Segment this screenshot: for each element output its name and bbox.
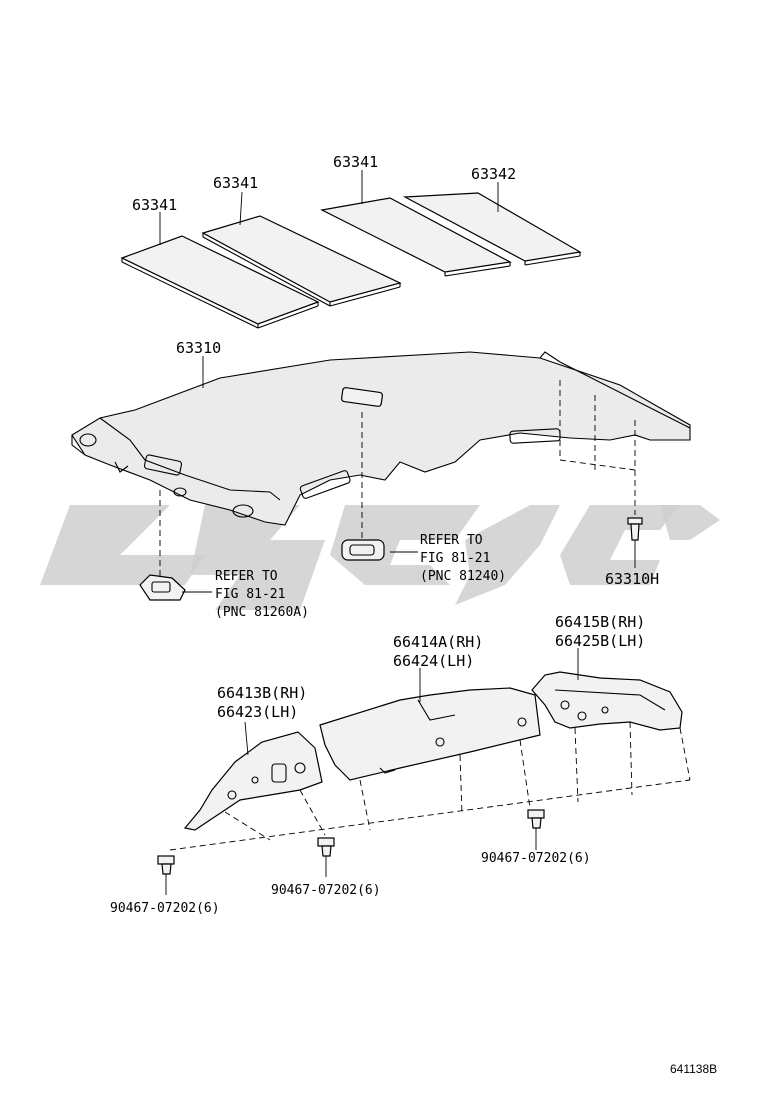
silencer-pads [120, 192, 582, 329]
label-66414a-line2: 66424(LH) [393, 652, 474, 670]
clip-90467-c [527, 809, 545, 829]
back-garnish-66415 [531, 671, 683, 731]
label-66414a-line1: 66414A(RH) [393, 633, 483, 651]
ref-81240-line2: FIG 81-21 [420, 551, 490, 566]
label-66415b-line2: 66425B(LH) [555, 632, 645, 650]
label-66413b-line2: 66423(LH) [217, 703, 298, 721]
clip-90467-a [157, 855, 175, 875]
label-clip-b: 90467-07202(6) [271, 883, 381, 898]
clip-90467-b [317, 837, 335, 857]
ref-81260a-line1: REFER TO [215, 569, 278, 584]
label-63341-c: 63341 [333, 153, 378, 171]
ref-81260a-line3: (PNC 81260A) [215, 605, 309, 620]
label-66413b-line1: 66413B(RH) [217, 684, 307, 702]
label-63310: 63310 [176, 339, 221, 357]
label-66415b-line1: 66415B(RH) [555, 613, 645, 631]
watermark-logo [40, 505, 720, 610]
ref-81260a-line2: FIG 81-21 [215, 587, 285, 602]
label-clip-c: 90467-07202(6) [481, 851, 591, 866]
pillar-garnish-66413 [183, 731, 323, 831]
map-lamp [139, 574, 186, 601]
label-63341-a: 63341 [132, 196, 177, 214]
dome-lamp [341, 539, 385, 561]
label-clip-a: 90467-07202(6) [110, 901, 220, 916]
ref-81240-line3: (PNC 81240) [420, 569, 506, 584]
roof-headlining [71, 351, 691, 526]
reference-lines [159, 380, 691, 851]
clip-63310h [627, 517, 643, 541]
quarter-garnish-66414 [319, 687, 541, 781]
ref-81240-line1: REFER TO [420, 533, 483, 548]
label-63310h: 63310H [605, 570, 659, 588]
diagram-id: 641138B [670, 1062, 717, 1076]
leader-lines [159, 170, 636, 895]
label-63341-b: 63341 [213, 174, 258, 192]
label-63342: 63342 [471, 165, 516, 183]
